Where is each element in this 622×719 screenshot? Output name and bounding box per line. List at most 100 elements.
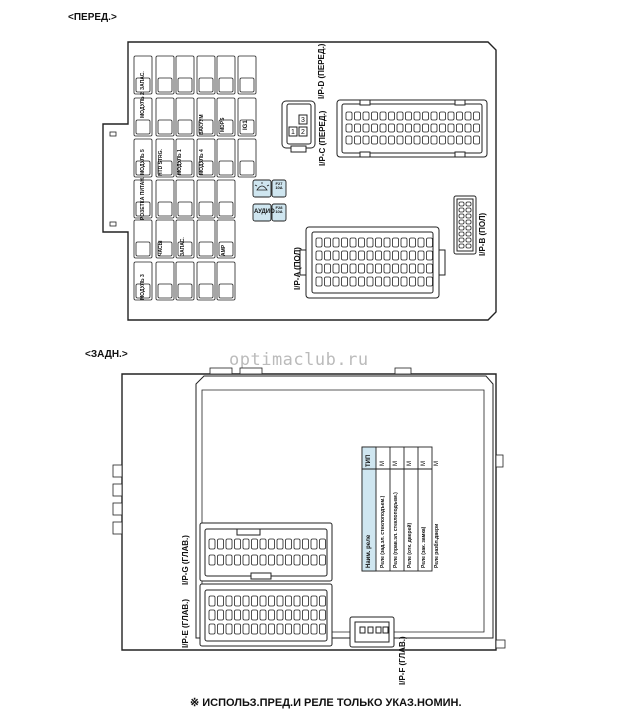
connector-pin <box>473 135 480 145</box>
connector-pin <box>285 538 292 550</box>
connector-pin <box>430 123 438 133</box>
connector-pin <box>383 276 391 287</box>
connector-pin <box>375 276 382 287</box>
dome-lamp-icon <box>254 182 270 191</box>
ipb-connector <box>453 195 477 255</box>
connector-pin <box>465 201 472 207</box>
connector-pin <box>319 623 326 635</box>
connector-pin <box>396 123 404 133</box>
fuse-label-htd-strg: HTD STRG. <box>158 149 164 176</box>
connector-pin <box>388 123 395 133</box>
connector-pin <box>422 111 429 121</box>
connector-pin <box>375 263 382 274</box>
connector-pin <box>465 243 472 249</box>
connector-pin <box>345 123 353 133</box>
connector-pin <box>409 237 416 248</box>
connector-pin <box>375 237 382 248</box>
connector-pin <box>456 135 463 145</box>
connector-pin <box>409 276 416 287</box>
connector-pin <box>465 237 472 243</box>
ipf-connector-label: I/P-F (ГЛАВ.) <box>398 636 407 685</box>
connector-pin <box>225 538 233 550</box>
connector-pin <box>276 609 284 621</box>
connector-pin <box>392 263 399 274</box>
relay-table-header-name: Наим. реле <box>366 534 372 568</box>
connector-pin <box>358 263 365 274</box>
connector-pin <box>417 263 425 274</box>
relay-row-2-name: Реле (прав.эл. стеклоподъем.) <box>393 492 399 568</box>
fuse-label-power-outlet: РОЗЕТКА ПИТАН. <box>140 176 146 220</box>
connector-pin <box>310 595 318 607</box>
connector-pin <box>465 219 472 225</box>
ipd-connector <box>336 99 488 158</box>
connector-pin <box>439 111 446 121</box>
connector-pin <box>268 623 275 635</box>
connector-pin <box>375 250 382 261</box>
connector-pin <box>234 595 241 607</box>
connector-pin <box>225 609 233 621</box>
watermark-text: optimaclub.ru <box>229 350 369 370</box>
connector-pin <box>349 237 357 248</box>
connector-pin <box>285 554 292 566</box>
connector-pin <box>208 623 216 635</box>
ipc-pin-3: 3 <box>301 117 305 124</box>
connector-pin <box>447 135 455 145</box>
relay-table-header-type: ТИП <box>366 454 372 467</box>
ipd-connector-label: I/P-D (ПЕРЕД.) <box>317 43 326 99</box>
connector-pin <box>392 237 399 248</box>
connector-pin <box>315 250 323 261</box>
ipc-pin-2: 2 <box>301 129 305 136</box>
connector-pin <box>458 219 465 225</box>
connector-pin <box>465 231 472 237</box>
connector-pin <box>276 623 284 635</box>
connector-pin <box>234 623 241 635</box>
connector-pin <box>225 554 233 566</box>
connector-pin <box>332 276 340 287</box>
rear-view-label: <ЗАДН.> <box>85 349 128 360</box>
connector-pin <box>396 111 404 121</box>
connector-pin <box>217 595 224 607</box>
connector-pin <box>268 609 275 621</box>
connector-pin <box>324 237 331 248</box>
connector-pin <box>276 595 284 607</box>
connector-pin <box>310 538 318 550</box>
connector-pin <box>276 554 284 566</box>
connector-pin <box>400 276 408 287</box>
connector-pin <box>362 111 370 121</box>
connector-pin <box>324 276 331 287</box>
connector-pin <box>458 243 465 249</box>
connector-pin <box>422 123 429 133</box>
connector-pin <box>392 276 399 287</box>
connector-pin <box>405 135 412 145</box>
connector-pin <box>464 111 472 121</box>
connector-pin <box>225 623 233 635</box>
connector-pin <box>430 111 438 121</box>
connector-pin <box>324 263 331 274</box>
connector-pin <box>371 111 378 121</box>
connector-pin <box>426 250 433 261</box>
connector-pin <box>458 237 465 243</box>
connector-pin <box>332 237 340 248</box>
connector-pin <box>217 623 224 635</box>
connector-pin <box>379 123 387 133</box>
connector-pin <box>358 276 365 287</box>
ipc-pin-1: 1 <box>291 129 295 136</box>
connector-pin <box>251 609 258 621</box>
fuse-label-ig1: IG1 <box>243 120 249 130</box>
front-view-label: <ПЕРЕД.> <box>68 12 117 23</box>
front-panel-diagram <box>102 41 497 321</box>
connector-pin <box>473 111 480 121</box>
connector-pin <box>302 554 309 566</box>
connector-pin <box>208 609 216 621</box>
connector-pin <box>456 111 463 121</box>
connector-pin <box>251 595 258 607</box>
connector-pin <box>315 263 323 274</box>
connector-pin <box>276 538 284 550</box>
audio-label: АУДИО <box>254 209 275 215</box>
fuse-label-reserve-1: ЗАПАС. <box>140 71 146 90</box>
connector-pin <box>242 623 250 635</box>
connector-pin <box>285 595 292 607</box>
fuse-label-module-2: МОДУЛЬ 2 <box>140 92 146 118</box>
connector-pin <box>426 237 433 248</box>
relay-row-4-name: Реле (зак. замка) <box>421 526 427 568</box>
